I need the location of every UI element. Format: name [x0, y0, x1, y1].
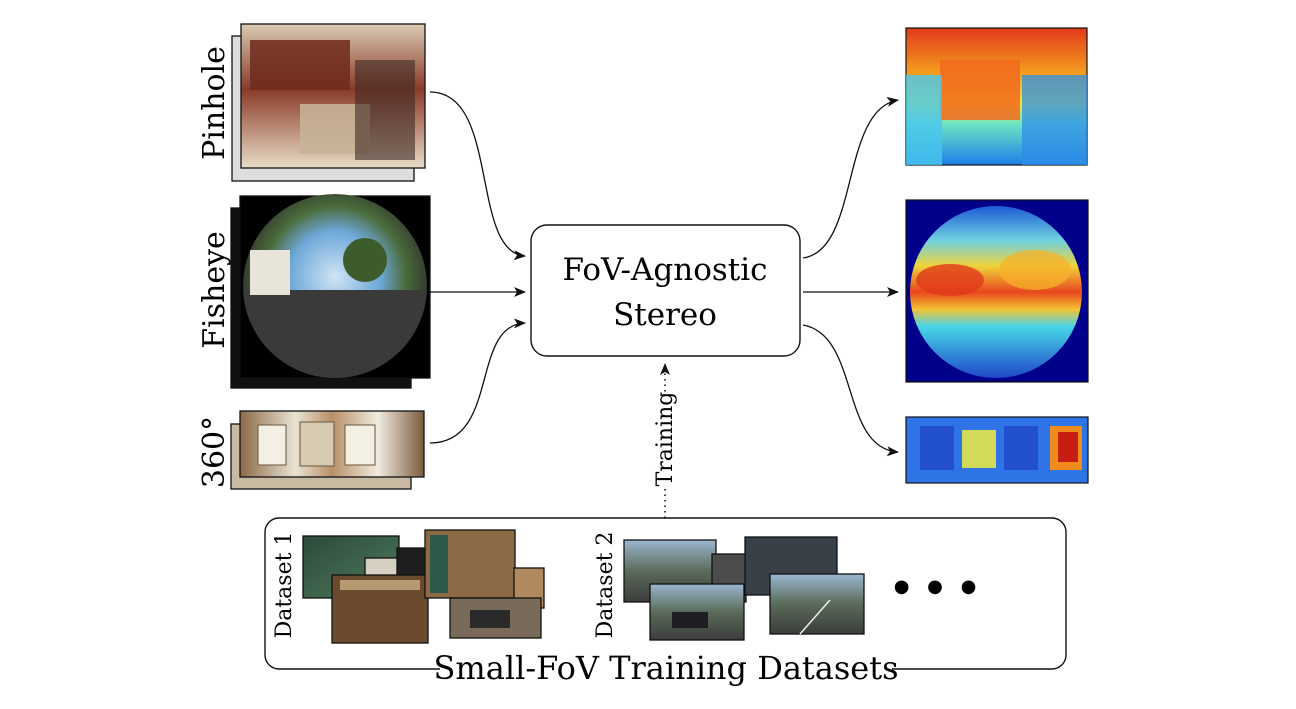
model-box: FoV-Agnostic Stereo — [530, 224, 801, 357]
pinhole-to-model-arrow — [429, 91, 526, 261]
pinhole-input-stack — [231, 23, 426, 182]
model-box-outline — [530, 224, 801, 357]
training-label: Training — [653, 392, 678, 487]
dataset2-images — [623, 536, 865, 641]
pinhole-label: Pinhole — [197, 46, 232, 160]
fisheye-depth-tree-region — [999, 250, 1071, 290]
pinhole-depth-right-wall — [1022, 75, 1087, 165]
panorama-cabinet-left — [257, 424, 287, 466]
dataset1-bookshelf-row — [340, 580, 420, 590]
fisheye-depth-house-region — [916, 264, 984, 296]
panorama-input-stack — [230, 410, 425, 490]
training-datasets-box: Small-FoV Training Datasets Dataset 1 Da… — [264, 517, 1067, 688]
dataset1-images — [302, 529, 545, 644]
panorama-depth-cabinet-right — [1004, 426, 1038, 470]
model-to-pinhole-depth-arrow — [802, 96, 899, 259]
pinhole-cabinets — [250, 40, 350, 90]
dataset2-lane-marking — [799, 599, 831, 635]
dataset2-car — [672, 612, 708, 628]
panorama-depth-doorway — [962, 430, 996, 468]
pinhole-depth-output — [905, 27, 1088, 166]
datasets-group-label: Small-FoV Training Datasets — [434, 649, 899, 687]
panorama-cabinet-right — [344, 424, 376, 466]
panorama-label: 360° — [197, 416, 232, 488]
pinhole-depth-cabinet-region — [940, 60, 1020, 120]
model-title-line2: Stereo — [613, 297, 717, 333]
fisheye-tree — [343, 238, 387, 282]
datasets-ellipsis: ● ● ● — [894, 576, 983, 597]
dataset1-sofa — [470, 610, 510, 628]
dataset1-label: Dataset 1 — [272, 532, 297, 639]
fisheye-input-stack — [230, 194, 431, 389]
panorama-to-model-arrow — [429, 318, 526, 444]
pinhole-dishwasher — [355, 60, 415, 160]
datasets-label-background — [440, 648, 892, 688]
panorama-depth-output — [905, 416, 1089, 484]
fisheye-depth-output — [905, 199, 1089, 383]
fisheye-depth-image — [910, 206, 1082, 378]
dataset2-label: Dataset 2 — [593, 532, 618, 639]
fisheye-label: Fisheye — [197, 231, 232, 349]
dataset1-curtain — [430, 535, 448, 593]
dataset2-street-image-5 — [769, 573, 865, 635]
training-label-background — [651, 392, 679, 486]
pinhole-depth-left-wall — [906, 75, 942, 165]
panorama-depth-far-core — [1058, 432, 1078, 462]
model-to-panorama-depth-arrow — [802, 324, 899, 457]
panorama-doorway — [299, 421, 335, 467]
model-title-line1: FoV-Agnostic — [563, 252, 768, 288]
fisheye-house — [250, 250, 290, 295]
panorama-depth-cabinet-left — [920, 426, 954, 470]
